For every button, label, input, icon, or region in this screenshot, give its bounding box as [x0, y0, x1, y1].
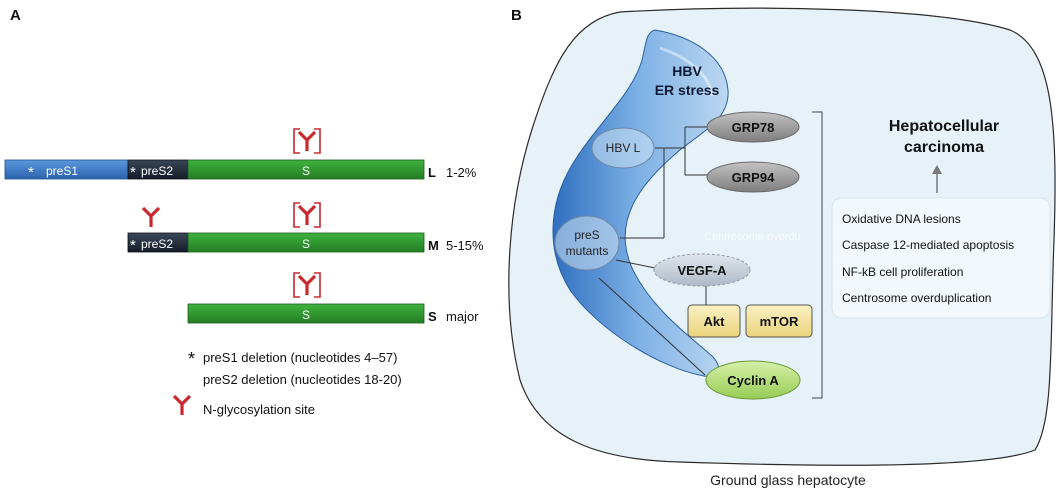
- pres2-label-l: preS2: [141, 164, 173, 178]
- s-domain-l: [187, 159, 425, 180]
- pres1-label: preS1: [46, 164, 78, 178]
- panel-a-label: A: [10, 7, 21, 24]
- protein-l-percent: 1-2%: [446, 165, 477, 180]
- glyco-icon: [297, 130, 317, 153]
- protein-s-percent: major: [446, 309, 479, 324]
- pres2-label-m: preS2: [141, 237, 173, 251]
- cyclin-a-label: Cyclin A: [727, 373, 779, 388]
- vegfa-label: VEGF-A: [677, 263, 727, 278]
- panel-a-legend: * preS1 deletion (nucleotides 4–57) preS…: [172, 349, 402, 417]
- glyco-icon: [297, 274, 317, 297]
- glyco-icon: [141, 206, 161, 229]
- s-label-l: S: [302, 164, 310, 178]
- s-domain-s: [187, 303, 425, 324]
- pres-mutants-label-1: preS: [574, 228, 599, 242]
- pres2-asterisk-l: *: [130, 164, 136, 181]
- hcc-label-1: Hepatocellular: [889, 118, 999, 135]
- akt-label: Akt: [704, 314, 726, 329]
- hcc-arrow-head: [932, 165, 942, 174]
- hbv-l-node: [591, 127, 655, 169]
- mtor-node: [745, 304, 813, 338]
- glyco-icon: [172, 394, 192, 417]
- protein-l-row: * preS1 * preS2 S L 1-2%: [4, 128, 477, 181]
- effect-caspase-12: Caspase 12-mediated apoptosis: [842, 238, 1014, 252]
- pres1-asterisk: *: [28, 164, 34, 181]
- legend-asterisk: *: [188, 349, 195, 369]
- protein-l-letter: L: [428, 165, 436, 180]
- glyco-icon: [297, 204, 317, 227]
- protein-m-letter: M: [428, 238, 439, 253]
- er-highlight: [659, 46, 714, 97]
- er-label-stress: ER stress: [655, 82, 720, 98]
- protein-s-letter: S: [428, 309, 437, 324]
- legend-glyco-site: N-glycosylation site: [203, 402, 315, 417]
- cyclin-a-node: [705, 360, 801, 400]
- protein-s-row: S S major: [187, 272, 479, 324]
- effects-bracket: [812, 111, 823, 399]
- akt-node: [687, 304, 741, 338]
- pres2-asterisk-m: *: [130, 237, 136, 254]
- grp78-label: GRP78: [732, 120, 775, 135]
- effects-box: [831, 197, 1051, 319]
- connector-lines: [598, 126, 707, 376]
- pres-mutants-node: [554, 215, 620, 271]
- grp78-node: [706, 111, 800, 143]
- panel-b-label: B: [511, 7, 522, 24]
- panel-a: A * preS1 * preS2 S L 1-2% * preS2 S M 5…: [4, 7, 484, 417]
- grp94-node: [706, 161, 800, 193]
- hcc-label-2: carcinoma: [904, 139, 984, 156]
- vegfa-node: [653, 253, 751, 287]
- legend-pres2-deletion: preS2 deletion (nucleotides 18-20): [203, 372, 402, 387]
- effect-oxidative-dna: Oxidative DNA lesions: [842, 212, 961, 226]
- legend-pres1-deletion: preS1 deletion (nucleotides 4–57): [203, 350, 397, 365]
- pres-mutants-label-2: mutants: [566, 244, 609, 258]
- protein-m-percent: 5-15%: [446, 238, 484, 253]
- effect-nfkb: NF-kB cell proliferation: [842, 265, 963, 279]
- ghost-text: Centrosome overdu: [704, 231, 801, 243]
- er-label-hbv: HBV: [672, 63, 702, 79]
- s-label-m: S: [302, 237, 310, 251]
- grp94-label: GRP94: [732, 170, 775, 185]
- protein-m-row: * preS2 S M 5-15%: [127, 202, 484, 254]
- panel-b: B HBV ER stress HBV L preS mutants Centr…: [508, 7, 1056, 488]
- effect-centrosome: Centrosome overduplication: [842, 291, 991, 305]
- hepatocyte-caption: Ground glass hepatocyte: [710, 472, 866, 488]
- s-domain-m: [187, 232, 425, 253]
- hbv-l-label: HBV L: [606, 141, 641, 155]
- s-label-s: S: [302, 308, 310, 322]
- mtor-label: mTOR: [760, 314, 799, 329]
